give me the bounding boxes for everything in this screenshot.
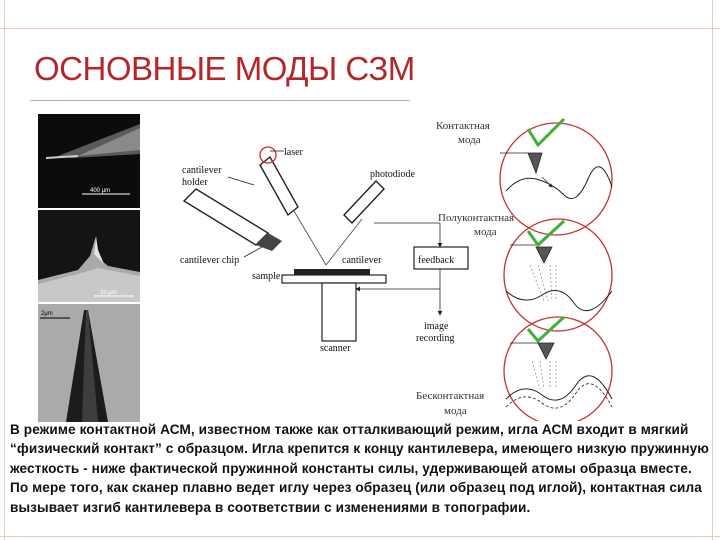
label-sample: sample: [252, 271, 281, 282]
scale-label-2: 10 µm: [100, 290, 117, 296]
cantilever-holder-unit: cantilever holder cantilever chip: [180, 165, 282, 266]
frame-line-right: [712, 0, 713, 540]
label-scanner: scanner: [320, 343, 351, 354]
frame-line-left: [4, 0, 5, 540]
frame-line-top: [0, 28, 720, 29]
semicontact-mode: Полуконтактная мода: [438, 212, 613, 332]
label-laser: laser: [284, 147, 304, 158]
micrograph-cantilever: 400 µm: [38, 114, 140, 208]
micrograph-apex: 2µm: [38, 304, 140, 422]
label-noncontact-mode-1: Бесконтактная: [416, 390, 484, 402]
label-cantilever-holder-1: cantilever: [182, 165, 222, 176]
scale-label-1: 400 µm: [90, 188, 110, 194]
contact-mode: Контактная мода: [436, 117, 613, 236]
label-cantilever-chip: cantilever chip: [180, 255, 239, 266]
label-contact-mode-1: Контактная: [436, 120, 490, 132]
label-cantilever: cantilever: [342, 255, 382, 266]
label-photodiode: photodiode: [370, 169, 416, 180]
frame-line-bottom: [0, 536, 720, 537]
feedback-unit: feedback image recording: [355, 222, 469, 344]
label-semicontact-mode-2: мода: [474, 226, 497, 238]
label-feedback: feedback: [418, 255, 454, 266]
micrograph-tip: 10 µm: [38, 210, 140, 302]
photodiode-unit: photodiode: [343, 169, 416, 225]
sample-stage: sample cantilever scanner: [252, 255, 387, 354]
label-contact-mode-2: мода: [458, 134, 481, 146]
label-semicontact-mode-1: Полуконтактная: [438, 212, 514, 224]
label-recording: recording: [416, 333, 454, 344]
label-image: image: [424, 321, 449, 332]
label-noncontact-mode-2: мода: [444, 405, 467, 417]
description-paragraph: В режиме контактной АСМ, известном также…: [10, 422, 710, 515]
scale-label-3: 2µm: [41, 311, 53, 317]
title-underline: [30, 100, 410, 101]
label-cantilever-holder-2: holder: [182, 177, 208, 188]
afm-diagram: laser photodiode cantilever holder canti…: [144, 115, 618, 426]
laser-unit: laser: [259, 146, 304, 217]
slide-title: ОСНОВНЫЕ МОДЫ СЗМ: [34, 50, 415, 87]
